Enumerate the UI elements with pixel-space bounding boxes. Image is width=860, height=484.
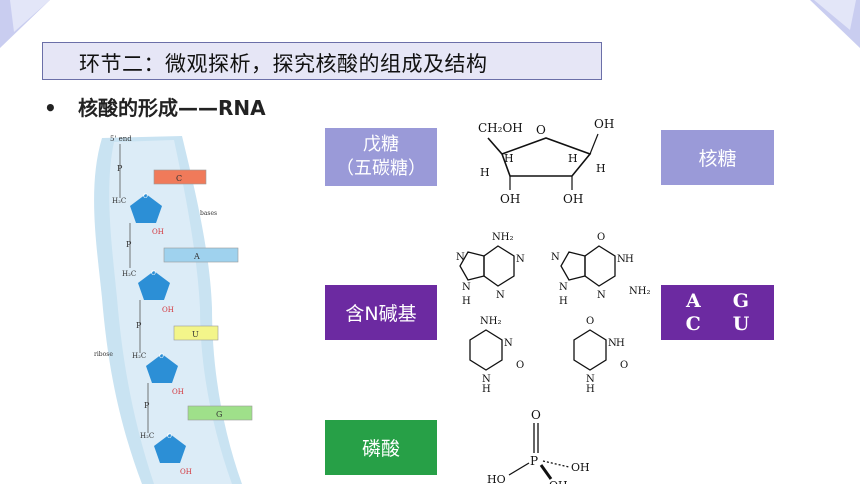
uracil-n3: N [608, 338, 617, 349]
uracil-o-top: O [586, 316, 594, 327]
cytosine-n3: N [504, 338, 513, 349]
ribose-oh-top: OH [594, 117, 614, 131]
phosphate-atom-2: P [126, 240, 132, 249]
methylene-4: H₂C [140, 432, 154, 440]
ribose-ring-4 [154, 434, 186, 463]
base-tag-g-label: G [216, 410, 222, 419]
base-letter-g: G [732, 289, 749, 312]
base-tag-a [163, 247, 239, 263]
pentose-label: 戊糖 [363, 134, 399, 155]
base-tag-c-label: C [176, 174, 182, 183]
cytosine-n1: N [482, 374, 491, 385]
phosphate-atom-4: P [144, 401, 150, 410]
phosphoric-oh-right: OH [571, 461, 590, 474]
title-box: 环节二：微观探析，探究核酸的组成及结构 [42, 42, 602, 80]
base-tag-u-label: U [192, 330, 199, 339]
base-letter-a: A [686, 289, 701, 312]
ring-oxygen-3: O [159, 353, 164, 360]
pentose-sublabel: （五碳糖） [336, 158, 426, 179]
guanine-n7: N [551, 252, 560, 263]
base-tag-g [187, 405, 253, 421]
guanine-structure: O N H N N N H NH₂ [551, 232, 650, 307]
phosphoric-ho-left: HO [487, 473, 506, 484]
base-tag-u [173, 325, 219, 341]
adenine-h: H [462, 296, 471, 307]
ring-oxygen-1: O [143, 193, 148, 200]
corner-decoration-right [810, 0, 860, 48]
hydroxyl-4: OH [180, 468, 192, 476]
ribose-label: 核糖 [698, 148, 737, 170]
uracil-structure: O N H N H O [573, 316, 628, 394]
ribose-ring-1 [130, 194, 162, 223]
adenine-structure: NH₂ N N N N H [456, 232, 525, 307]
ribose-ch2oh: CH₂OH [478, 121, 523, 135]
guanine-n9: N [559, 282, 568, 293]
ribose-h-3: H [568, 152, 578, 165]
uracil-o-right: O [620, 360, 628, 371]
uracil-h3: H [616, 338, 625, 349]
ribose-ring-o: O [536, 123, 546, 137]
ring-oxygen-2: O [151, 270, 156, 277]
strand-end-label: 5' end [110, 135, 132, 143]
cytosine-structure: NH₂ N N H O [469, 316, 524, 394]
ribose-h-4: H [596, 162, 606, 175]
base-letter-c: C [685, 312, 701, 335]
uracil-n1: N [586, 374, 595, 385]
base-tag-c [153, 169, 207, 185]
uracil-h1: H [586, 384, 595, 394]
ribose-h-2: H [504, 152, 514, 165]
corner-decoration-left [0, 0, 50, 48]
guanine-n1: N [617, 254, 626, 265]
phosphate-atom-3: P [136, 321, 142, 330]
phosphoric-o: O [531, 408, 541, 422]
adenine-n1: N [516, 254, 525, 265]
ring-oxygen-4: O [167, 433, 172, 440]
guanine-n3: N [597, 290, 606, 301]
ribose-ring-3 [146, 354, 178, 383]
ribose-structure: CH₂OH O OH H H H H OH OH [478, 117, 614, 206]
guanine-h9: H [559, 296, 568, 307]
phosphate-atom-1: P [117, 164, 123, 173]
rna-strand-diagram: 5' end P H₂C O OH C bases P H₂C O OH A P… [94, 135, 253, 484]
adenine-nh2: NH₂ [492, 232, 513, 243]
cytosine-o: O [516, 360, 524, 371]
bases-side-label: bases [200, 210, 217, 217]
phosphoric-acid-structure: O P OH HO OH [487, 408, 590, 484]
cytosine-h: H [482, 384, 491, 394]
phosphoric-p: P [530, 454, 538, 468]
ribose-ring-2 [138, 271, 170, 300]
bullet-dot-icon: • [44, 96, 57, 120]
base-label: 含N碱基 [345, 303, 417, 325]
ribose-side-label: ribose [94, 351, 113, 358]
phosphoric-oh-bottom: OH [549, 479, 568, 484]
base-letters-box: A G C U [661, 285, 774, 340]
hydroxyl-3: OH [172, 388, 184, 396]
bullet-heading: • 核酸的形成——RNA [44, 92, 266, 121]
guanine-o: O [597, 232, 605, 243]
ribose-box: 核糖 [661, 130, 774, 185]
hydroxyl-2: OH [162, 306, 174, 314]
guanine-h1: H [625, 254, 634, 265]
guanine-nh2: NH₂ [629, 286, 650, 297]
nitrogenous-base-box: 含N碱基 [325, 285, 437, 340]
adenine-n3: N [496, 290, 505, 301]
adenine-n9: N [462, 282, 471, 293]
phosphate-box: 磷酸 [325, 420, 437, 475]
methylene-3: H₂C [132, 352, 146, 360]
cytosine-nh2: NH₂ [480, 316, 501, 327]
pentose-box: 戊糖 （五碳糖） [325, 128, 437, 186]
base-tag-a-label: A [193, 252, 200, 261]
base-letter-u: U [732, 312, 750, 335]
ribose-oh-right: OH [563, 192, 583, 206]
ribose-oh-left: OH [500, 192, 520, 206]
methylene-1: H₂C [112, 197, 126, 205]
adenine-n7: N [456, 252, 465, 263]
methylene-2: H₂C [122, 270, 136, 278]
hydroxyl-1: OH [152, 228, 164, 236]
slide-title: 环节二：微观探析，探究核酸的组成及结构 [79, 52, 488, 76]
bullet-text: 核酸的形成——RNA [78, 96, 266, 120]
ribose-h-1: H [480, 166, 490, 179]
phosphate-label: 磷酸 [361, 438, 400, 460]
